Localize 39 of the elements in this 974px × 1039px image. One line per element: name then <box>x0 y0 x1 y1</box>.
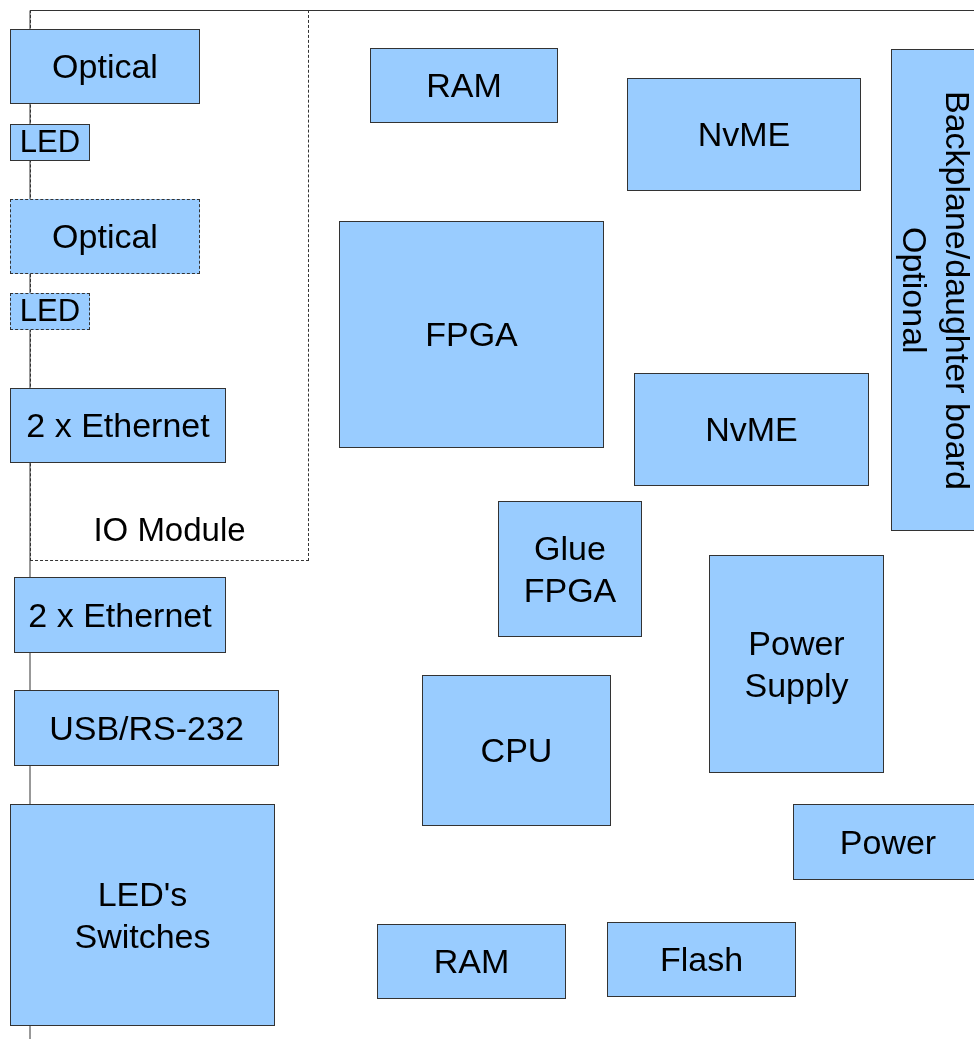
component-box <box>891 49 974 531</box>
component-label: CPU <box>480 730 553 772</box>
component-label: RAM <box>426 65 502 107</box>
component-label: NvME <box>705 409 798 451</box>
component-box <box>422 675 611 826</box>
component-box <box>14 577 226 653</box>
component-label: NvME <box>697 114 791 156</box>
component-box <box>634 373 869 486</box>
component-label: Backplane/daughter board Optional <box>895 89 974 492</box>
component-label: RAM <box>433 941 510 983</box>
component-box <box>10 29 200 104</box>
component-label: IO Module <box>93 509 246 550</box>
component-label: Power Supply <box>743 622 850 706</box>
component-label: USB/RS-232 <box>49 707 244 749</box>
component-label: 2 x Ethernet <box>28 594 212 636</box>
component-label: LED <box>19 292 81 331</box>
component-box <box>10 388 226 463</box>
component-label: FPGA <box>425 314 518 356</box>
component-box <box>498 501 642 637</box>
component-box <box>607 922 796 997</box>
component-box <box>339 221 604 448</box>
component-box <box>370 48 558 123</box>
component-box <box>14 690 279 766</box>
component-box <box>627 78 861 191</box>
component-box <box>709 555 884 773</box>
component-label: Optical <box>52 216 158 258</box>
component-label: Optical <box>52 46 158 88</box>
component-label: Flash <box>659 939 744 981</box>
component-label: Glue FPGA <box>522 527 618 611</box>
component-label: LED's Switches <box>73 873 212 957</box>
component-label: 2 x Ethernet <box>26 405 210 447</box>
component-box <box>377 924 566 999</box>
component-box <box>10 293 90 330</box>
component-label: LED <box>19 123 81 162</box>
component-box <box>10 124 90 161</box>
component-label: Power <box>839 821 937 863</box>
component-box <box>10 199 200 274</box>
component-box <box>793 804 974 880</box>
component-box <box>10 804 275 1026</box>
